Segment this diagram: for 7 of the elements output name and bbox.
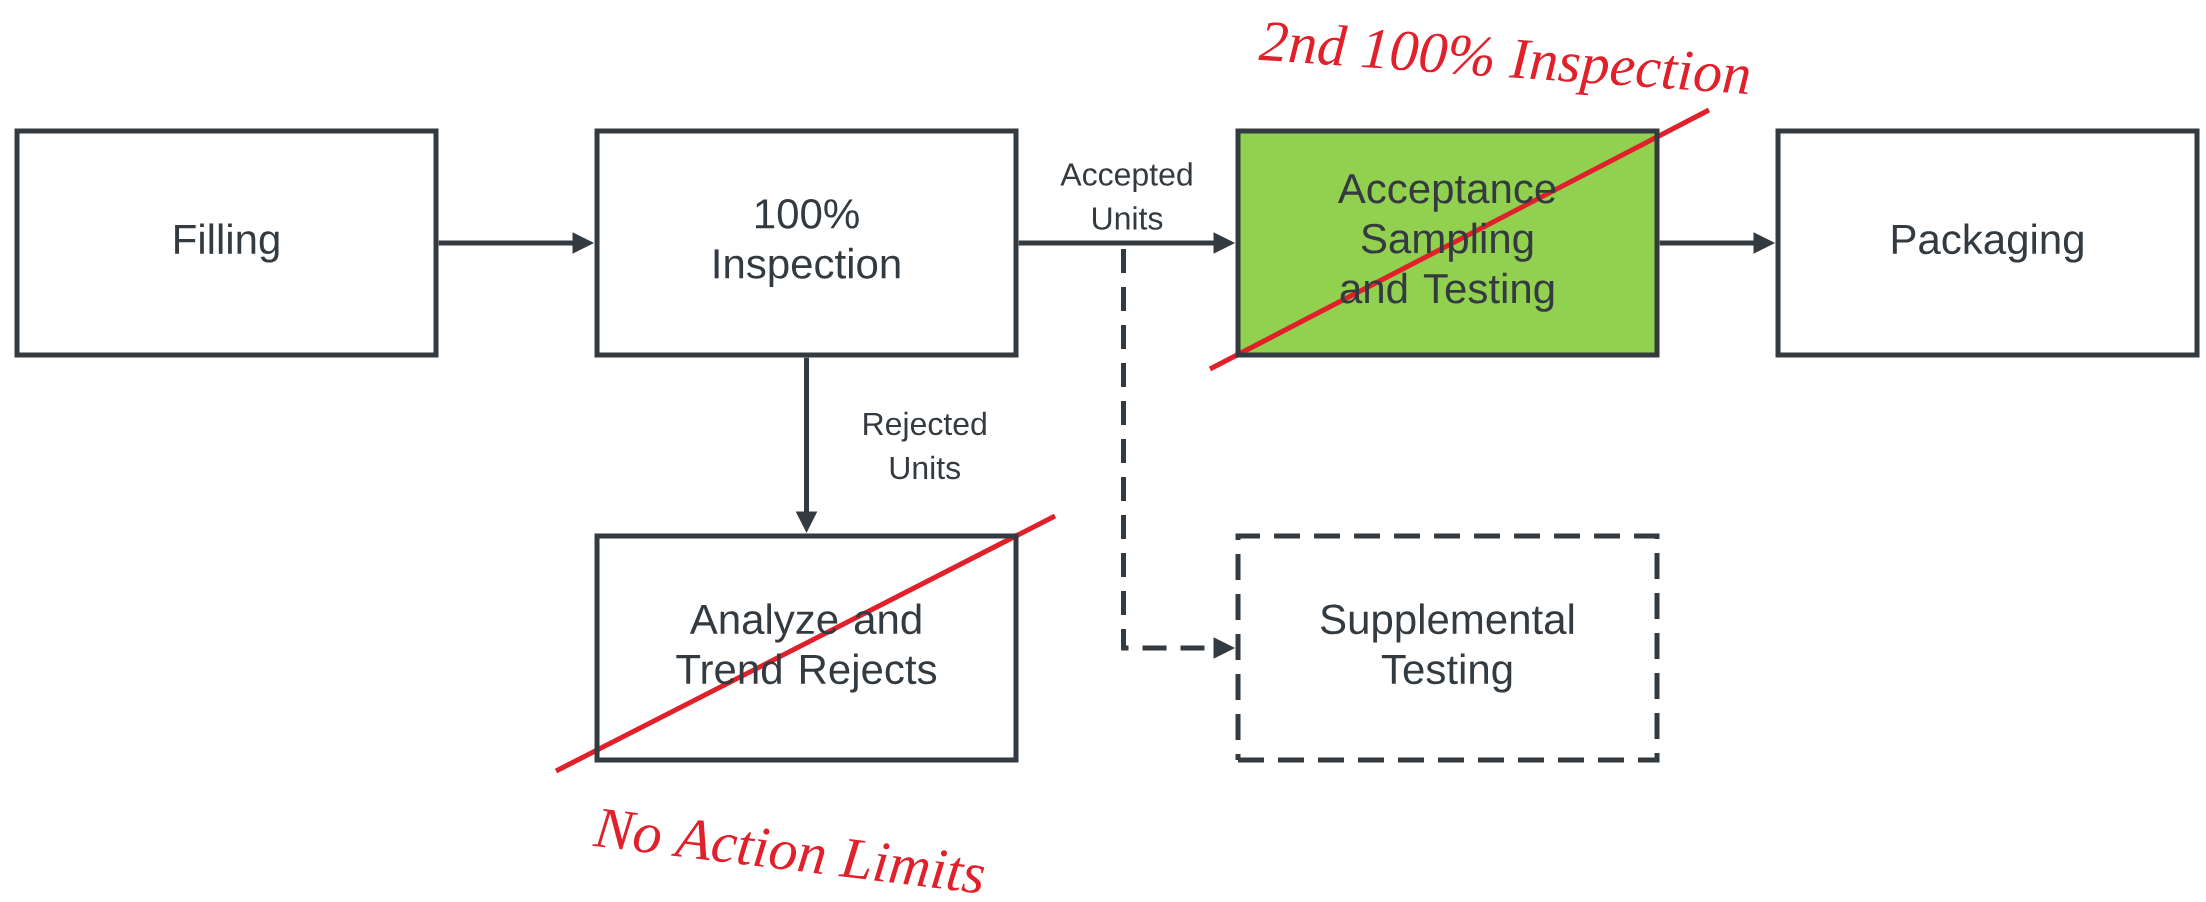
process-box: Filling: [14, 128, 439, 358]
edge-label: Rejected Units: [841, 408, 1008, 483]
process-box: Supplemental Testing: [1235, 533, 1660, 763]
process-box: 100% Inspection: [594, 128, 1019, 358]
process-box: Packaging: [1775, 128, 2200, 358]
annotation-text: 2nd 100% Inspection: [1258, 22, 1749, 96]
edge-label: Accepted Units: [1044, 159, 1210, 233]
